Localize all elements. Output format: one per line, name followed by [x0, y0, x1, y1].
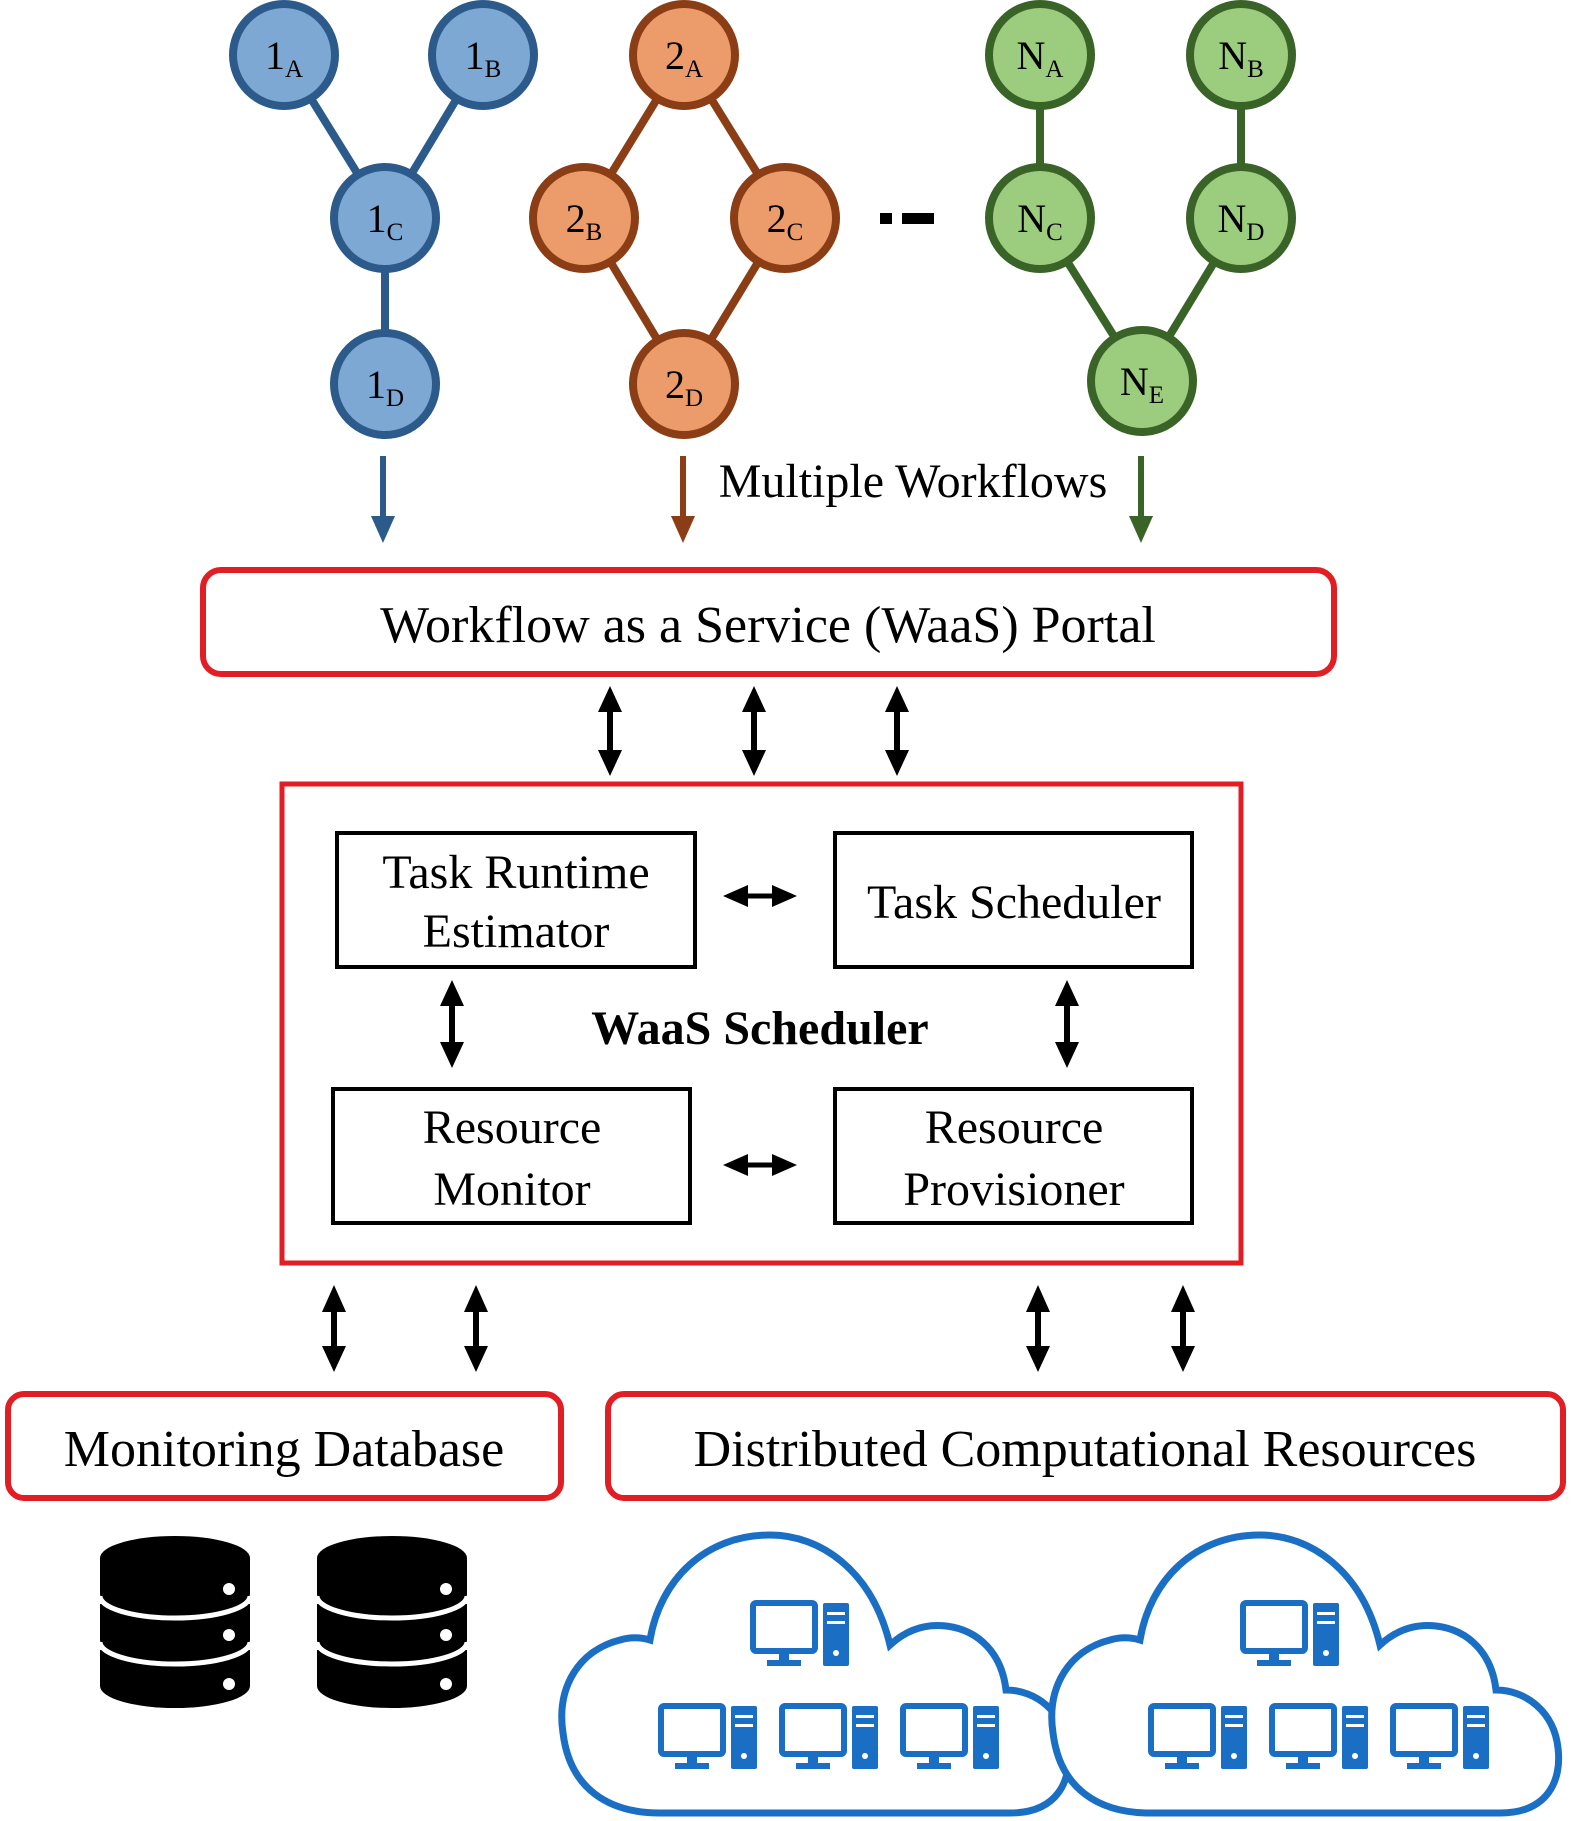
svg-text:2B: 2B — [566, 196, 603, 246]
workflow-node-NB: NB — [1186, 0, 1296, 110]
node-subscript: B — [485, 56, 502, 83]
workflow-n: NA NB NC ND NE — [985, 0, 1296, 436]
waas-scheduler-title: WaaS Scheduler — [591, 1002, 928, 1055]
distributed-resources-label: Distributed Computational Resources — [694, 1421, 1477, 1478]
svg-text:1A: 1A — [265, 33, 303, 83]
task-runtime-estimator-line2: Estimator — [423, 905, 610, 958]
node-subscript: C — [1046, 219, 1063, 246]
waas-portal[interactable]: Workflow as a Service (WaaS) Portal — [200, 567, 1337, 677]
svg-text:1C: 1C — [367, 196, 404, 246]
ellipsis-icon — [880, 213, 934, 224]
node-base: 2 — [767, 196, 787, 241]
node-base: 1 — [367, 196, 387, 241]
workflow-node-2C: 2C — [730, 163, 840, 273]
node-subscript: D — [685, 385, 703, 412]
task-runtime-estimator-box[interactable]: Task Runtime Estimator — [335, 831, 697, 969]
svg-text:2C: 2C — [767, 196, 804, 246]
workflow-node-1B: 1B — [428, 0, 538, 110]
workflow-node-1A: 1A — [229, 0, 339, 110]
svg-text:1B: 1B — [465, 33, 502, 83]
svg-text:ND: ND — [1218, 196, 1265, 246]
scheduler-internal-arrows — [440, 885, 1079, 1176]
node-subscript: A — [285, 56, 303, 83]
node-subscript: C — [387, 219, 404, 246]
workflow-1: 1A 1B 1C 1D — [229, 0, 538, 439]
node-base: 2 — [566, 196, 586, 241]
svg-text:NE: NE — [1120, 359, 1164, 409]
resource-provisioner-line2: Provisioner — [903, 1163, 1124, 1216]
waas-portal-label: Workflow as a Service (WaaS) Portal — [380, 597, 1156, 654]
task-scheduler-box[interactable]: Task Scheduler — [833, 831, 1194, 969]
cloud-icon — [1048, 1531, 1563, 1817]
workflow-node-2D: 2D — [629, 329, 739, 439]
monitoring-database[interactable]: Monitoring Database — [5, 1391, 564, 1501]
task-scheduler-label: Task Scheduler — [867, 876, 1161, 929]
database-icon — [314, 1536, 470, 1708]
node-base: N — [1017, 33, 1046, 78]
resource-monitor-line2: Monitor — [433, 1163, 590, 1216]
workflow-node-1C: 1C — [330, 163, 440, 273]
node-base: N — [1017, 196, 1046, 241]
workflow-node-NC: NC — [985, 163, 1095, 273]
workflow-node-NA: NA — [985, 0, 1095, 110]
resource-provisioner-box[interactable]: Resource Provisioner — [833, 1087, 1194, 1225]
node-base: 1 — [366, 362, 386, 407]
node-base: N — [1120, 359, 1149, 404]
resource-monitor-box[interactable]: Resource Monitor — [331, 1087, 692, 1225]
workflow-node-2A: 2A — [629, 0, 739, 110]
svg-text:2D: 2D — [665, 362, 703, 412]
workflow-submission-arrows — [371, 456, 1153, 543]
multiple-workflows-label: Multiple Workflows — [719, 455, 1108, 508]
node-subscript: B — [586, 219, 603, 246]
svg-text:NC: NC — [1017, 196, 1063, 246]
task-runtime-estimator-line1: Task Runtime — [382, 846, 649, 899]
workflow-node-NE: NE — [1087, 326, 1197, 436]
workflow-node-2B: 2B — [529, 163, 639, 273]
svg-text:NB: NB — [1218, 33, 1264, 83]
node-base: 2 — [665, 33, 685, 78]
monitoring-database-label: Monitoring Database — [64, 1421, 504, 1478]
node-subscript: C — [787, 219, 804, 246]
resource-provisioner-line1: Resource — [925, 1101, 1104, 1154]
node-base: 2 — [665, 362, 685, 407]
scheduler-bottom-arrows — [322, 1285, 1195, 1372]
node-subscript: A — [1045, 56, 1063, 83]
cloud-icon — [558, 1531, 1073, 1817]
workflow-node-ND: ND — [1186, 163, 1296, 273]
node-base: N — [1218, 196, 1247, 241]
node-base: 1 — [265, 33, 285, 78]
waas-scheduler: Task Runtime Estimator Task Scheduler Re… — [279, 781, 1244, 1266]
workflow-2: 2A 2B 2C 2D — [529, 0, 840, 439]
svg-text:2A: 2A — [665, 33, 703, 83]
node-subscript: B — [1247, 56, 1264, 83]
node-subscript: D — [386, 385, 404, 412]
workflow-node-1D: 1D — [330, 329, 440, 439]
svg-text:1D: 1D — [366, 362, 404, 412]
database-icon — [97, 1536, 253, 1708]
svg-text:NA: NA — [1017, 33, 1064, 83]
distributed-resources[interactable]: Distributed Computational Resources — [605, 1391, 1566, 1501]
portal-scheduler-arrows — [598, 686, 909, 776]
node-base: N — [1218, 33, 1247, 78]
node-base: 1 — [465, 33, 485, 78]
node-subscript: D — [1246, 219, 1264, 246]
node-subscript: E — [1149, 382, 1164, 409]
resource-monitor-line1: Resource — [423, 1101, 602, 1154]
node-subscript: A — [685, 56, 703, 83]
